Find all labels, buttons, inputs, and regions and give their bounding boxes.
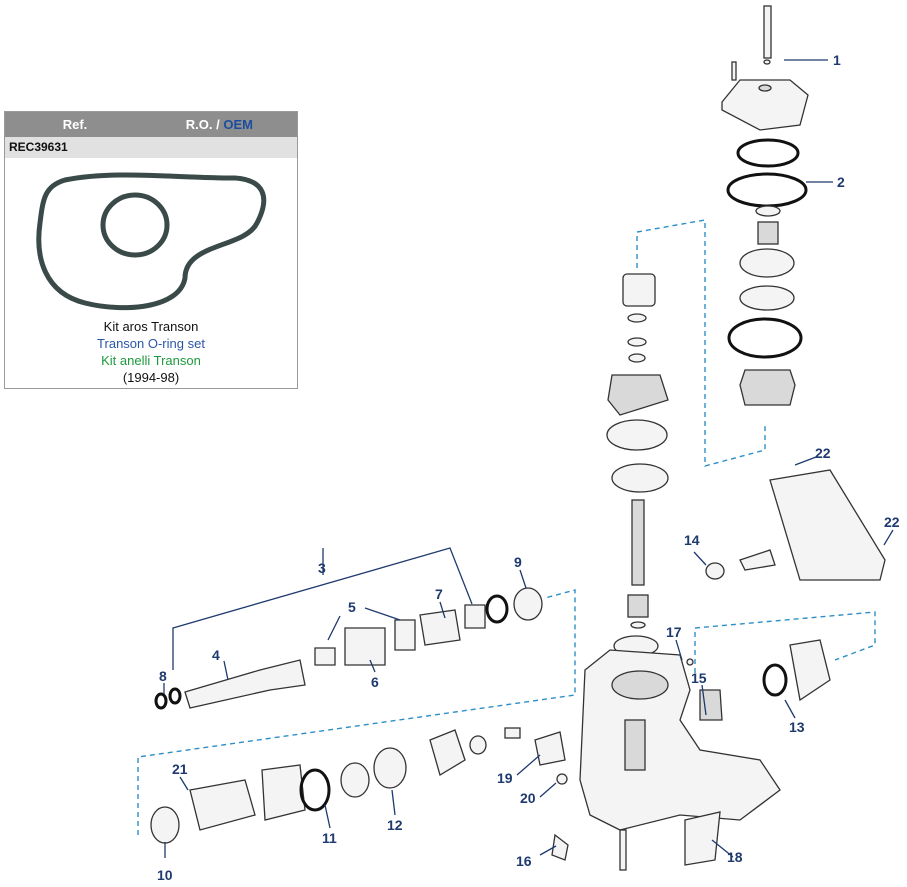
ref-card-header: Ref. R.O. / OEM <box>5 112 297 137</box>
oring-set-image <box>36 172 267 311</box>
callout-5: 5 <box>348 599 356 615</box>
callout-15: 15 <box>691 670 707 686</box>
callout-17: 17 <box>666 624 682 640</box>
ref-code: REC39631 <box>5 137 297 158</box>
bracket-3 <box>172 547 473 670</box>
callout-1: 1 <box>833 52 841 68</box>
callout-10: 10 <box>157 867 173 883</box>
callout-2: 2 <box>837 174 845 190</box>
gear-housing <box>579 649 781 831</box>
callout-12: 12 <box>387 817 403 833</box>
callout-13: 13 <box>789 719 805 735</box>
callout-4: 4 <box>212 647 220 663</box>
header-ro: R.O. / <box>185 117 220 132</box>
header-ref: Ref. <box>62 117 88 132</box>
callout-9: 9 <box>514 554 522 570</box>
pinion-stack <box>606 273 669 657</box>
callout-3: 3 <box>318 560 326 576</box>
desc-spanish: Kit aros Transon <box>103 319 199 334</box>
top-cover <box>721 5 809 131</box>
right-side-parts <box>699 469 886 721</box>
upper-bearing-stack <box>726 138 808 406</box>
leader-lines <box>163 59 894 858</box>
callout-22b: 22 <box>884 514 900 530</box>
callout-22a: 22 <box>815 445 831 461</box>
header-oem: OEM <box>223 117 253 132</box>
reference-card: Ref. R.O. / OEM REC39631 Kit aros Transo… <box>4 111 298 389</box>
callout-11: 11 <box>322 830 337 846</box>
header-ro-oem: R.O. / OEM <box>145 117 297 132</box>
callout-6: 6 <box>371 674 379 690</box>
lower-left-parts <box>150 727 521 844</box>
callout-7: 7 <box>435 586 443 602</box>
callout-20: 20 <box>520 790 536 806</box>
callout-14: 14 <box>684 532 700 548</box>
driveshaft-assembly <box>154 587 543 710</box>
callout-21: 21 <box>172 761 188 777</box>
desc-years: (1994-98) <box>122 370 180 385</box>
desc-english: Transon O-ring set <box>97 336 205 351</box>
callout-16: 16 <box>516 853 532 869</box>
callout-8: 8 <box>159 668 167 684</box>
assembly-guide-lines <box>137 219 876 835</box>
callout-19: 19 <box>497 770 513 786</box>
callout-18: 18 <box>727 849 743 865</box>
desc-italian: Kit anelli Transon <box>101 353 201 368</box>
